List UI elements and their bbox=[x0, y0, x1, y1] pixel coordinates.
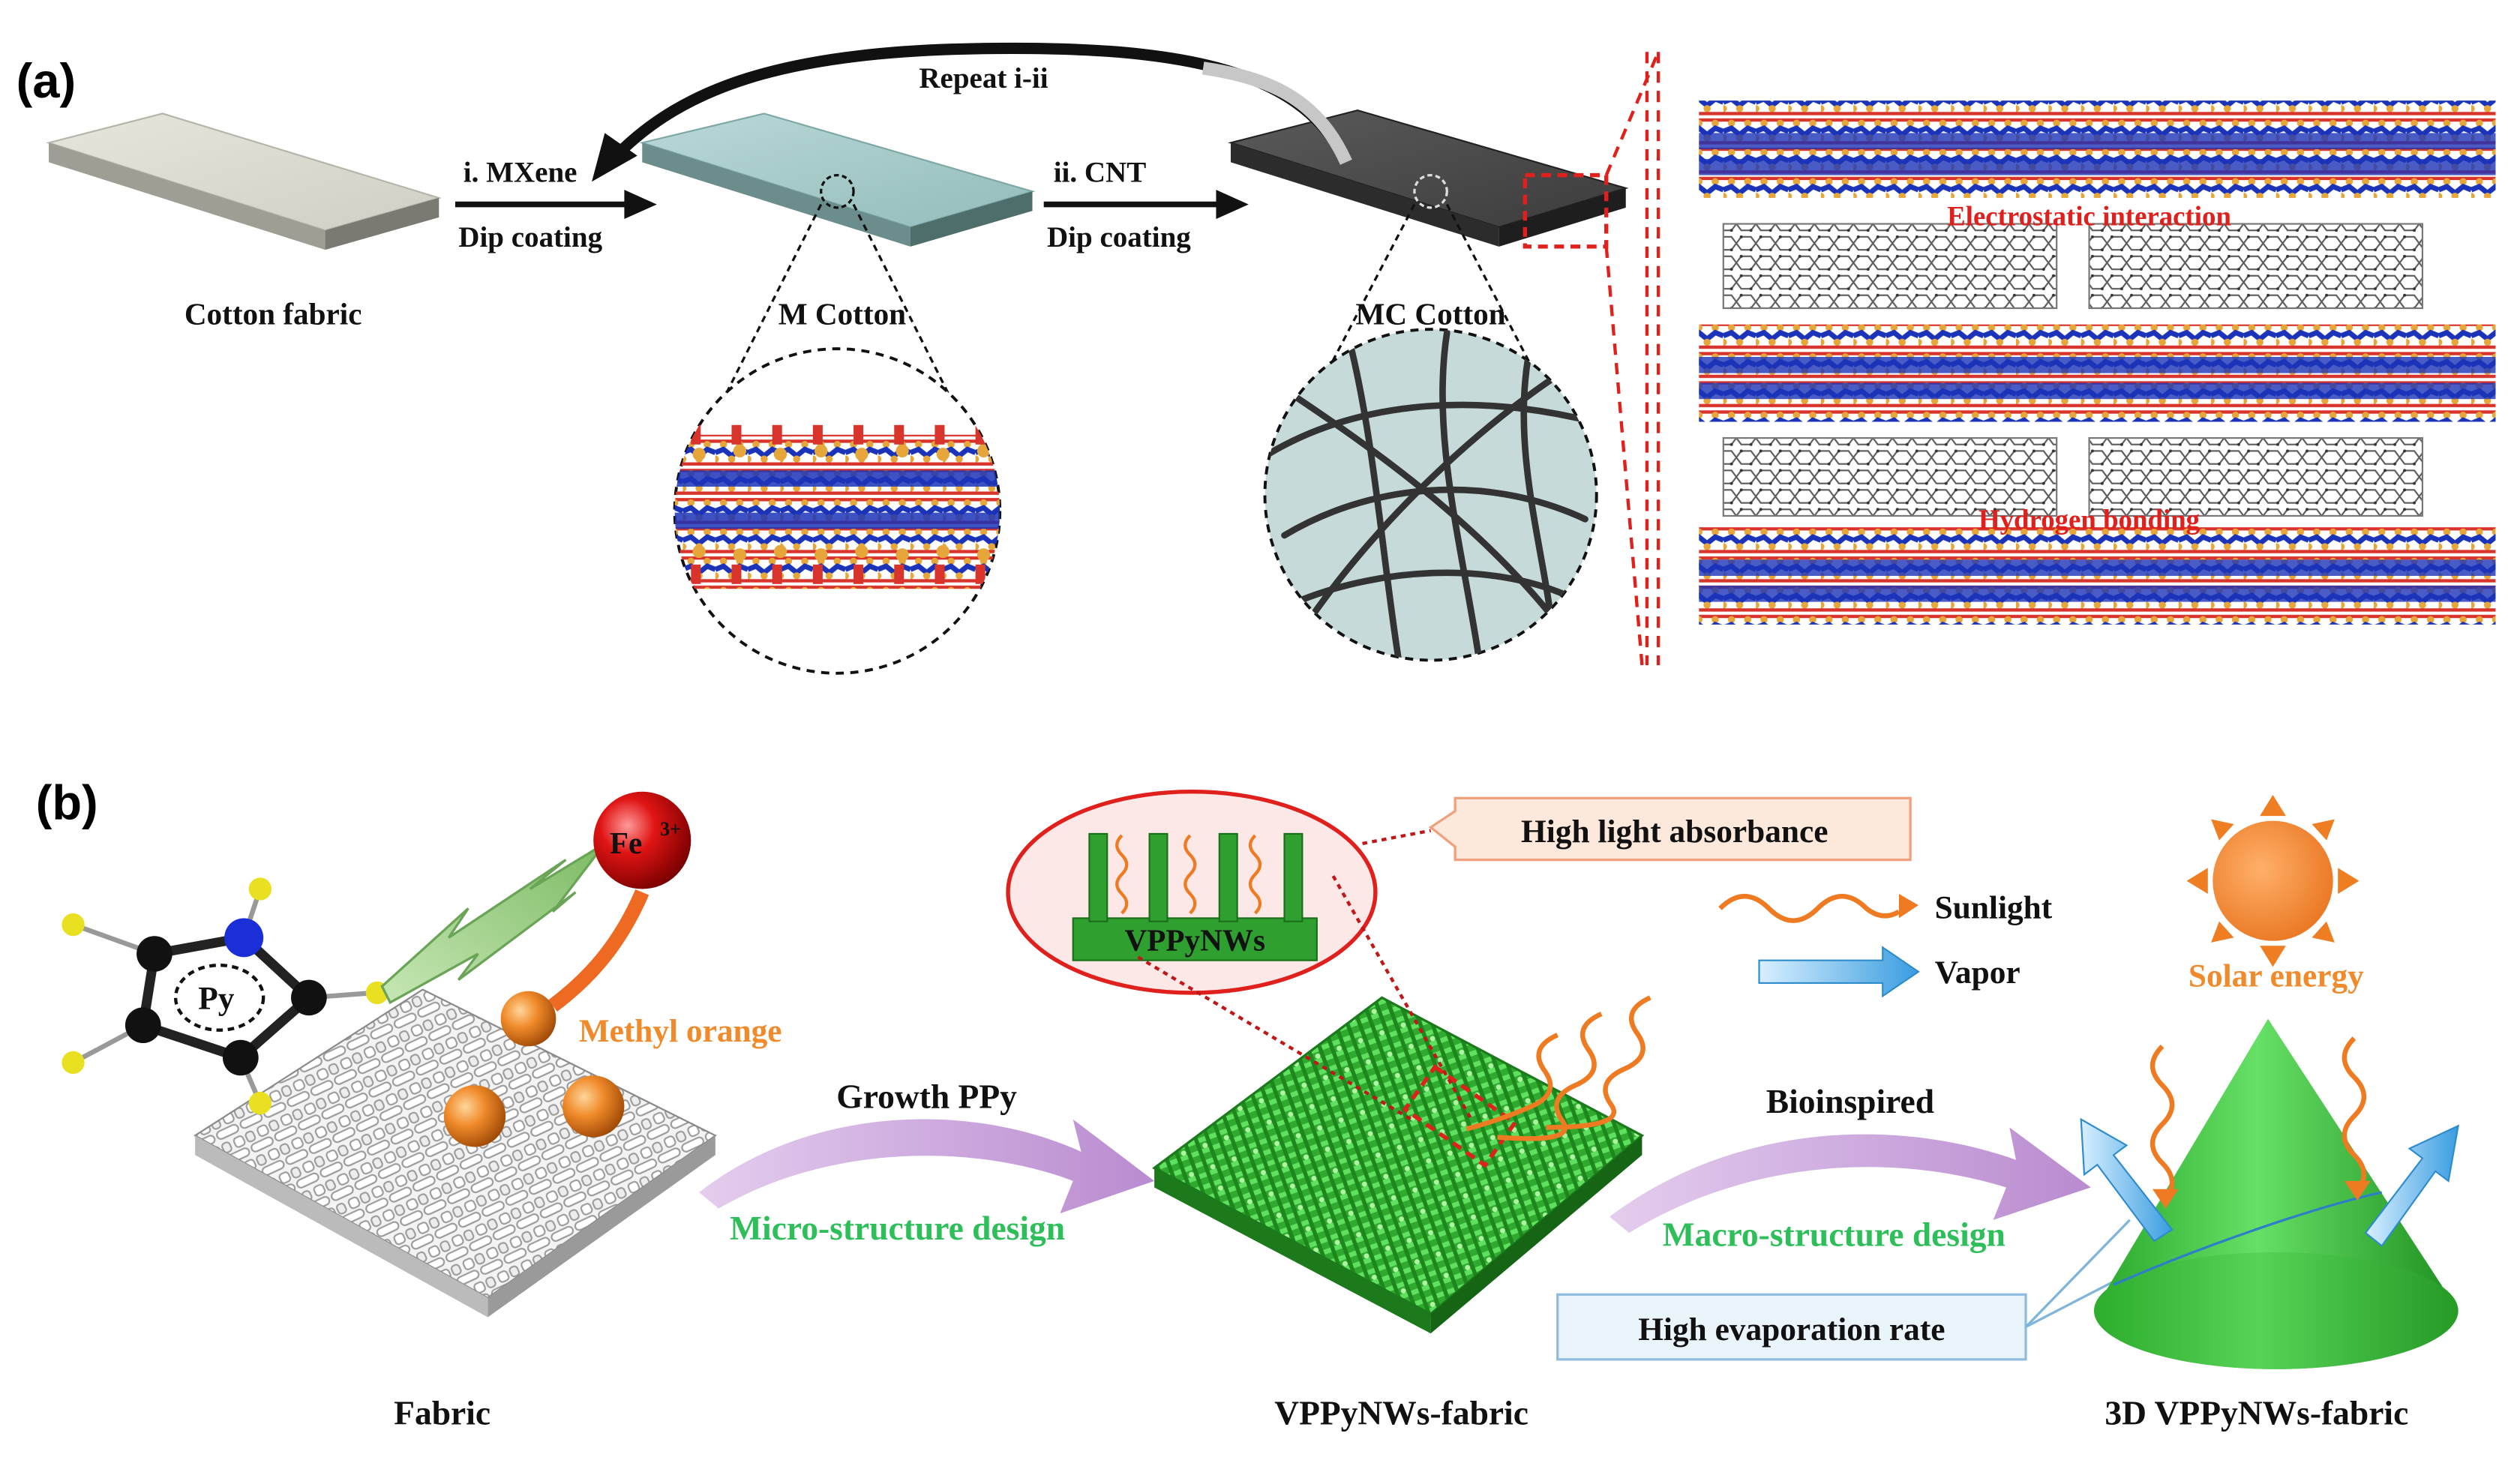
cotton-fabric-slab bbox=[46, 112, 442, 250]
ellipse-connectors bbox=[1137, 829, 1473, 1121]
high-evaporation-box bbox=[1556, 1219, 2131, 1361]
methyl-orange-label: Methyl orange bbox=[579, 1013, 782, 1049]
mxene-zoom-circle bbox=[673, 347, 1002, 675]
m-cotton-label: M Cotton bbox=[778, 297, 906, 331]
electrostatic-label: Electrostatic interaction bbox=[1947, 201, 2231, 232]
micro-structure-label: Micro-structure design bbox=[730, 1209, 1065, 1247]
fe-superscript: 3+ bbox=[660, 818, 681, 840]
macro-structure-label: Macro-structure design bbox=[1663, 1215, 2006, 1253]
step2-bottom-label: Dip coating bbox=[1047, 221, 1191, 253]
sunlight-waves-fabric bbox=[1466, 995, 1652, 1141]
vapor-arrows-cone bbox=[2080, 1117, 2460, 1247]
hydrogen-bonding-label: Hydrogen bonding bbox=[1978, 504, 2200, 535]
fe-ion-sphere: Fe 3+ bbox=[593, 791, 692, 889]
solar-energy-label: Solar energy bbox=[2188, 958, 2364, 994]
cnt-zoom-circle bbox=[1263, 328, 1598, 662]
py-label: Py bbox=[198, 981, 234, 1017]
high-light-absorbance-label: High light absorbance bbox=[1521, 814, 1828, 850]
growth-ppy-label: Growth PPy bbox=[836, 1078, 1017, 1116]
vppynws-label: VPPyNWs bbox=[1125, 923, 1266, 958]
growth-arrow bbox=[699, 1119, 1155, 1214]
cotton-fabric-label: Cotton fabric bbox=[184, 297, 362, 331]
bioinspired-label: Bioinspired bbox=[1766, 1082, 1934, 1120]
vppynws-zoom-ellipse bbox=[1006, 790, 1378, 995]
lightning-bolt bbox=[380, 842, 606, 1005]
green-vppynws-fabric bbox=[1152, 996, 1645, 1334]
bioinspired-arrow bbox=[1610, 1127, 2091, 1234]
panel-a: (a) Cotton fabric i. MXene Dip coating M… bbox=[16, 42, 2496, 675]
woven-fabric bbox=[194, 988, 717, 1318]
zoom-connector-red bbox=[1604, 51, 1660, 666]
sunlight-waves-cone bbox=[2150, 1036, 2371, 1209]
zoom-line-right-b bbox=[1445, 203, 1592, 479]
m-cotton-slab bbox=[639, 112, 1036, 247]
pyrrole-molecule bbox=[62, 877, 389, 1115]
legend-sunlight bbox=[1718, 893, 1918, 923]
arrow-cnt bbox=[1043, 190, 1249, 220]
repeat-arrow bbox=[592, 42, 1352, 182]
green-cone bbox=[2094, 1018, 2458, 1369]
vapor-label: Vapor bbox=[1935, 955, 2020, 991]
panel-a-label: (a) bbox=[16, 53, 76, 108]
step2-top-label: ii. CNT bbox=[1054, 156, 1147, 188]
fe-label: Fe bbox=[610, 826, 642, 860]
high-evaporation-label: High evaporation rate bbox=[1638, 1312, 1945, 1348]
arrow-mxene bbox=[454, 190, 657, 220]
step1-bottom-label: Dip coating bbox=[458, 221, 602, 253]
panel-b-label: (b) bbox=[36, 775, 98, 830]
vppynws-fabric-label: VPPyNWs-fabric bbox=[1274, 1393, 1528, 1432]
fabric-label: Fabric bbox=[394, 1393, 490, 1432]
zoom-line-right-a bbox=[1270, 203, 1416, 479]
legend-vapor bbox=[1758, 946, 1920, 998]
step1-top-label: i. MXene bbox=[464, 156, 578, 188]
sunlight-label: Sunlight bbox=[1935, 889, 2053, 925]
mc-cotton-slab bbox=[1228, 109, 1629, 249]
mc-cotton-label: MC Cotton bbox=[1356, 297, 1506, 331]
panel-b: (b) Fabric bbox=[36, 775, 2460, 1432]
layered-structure bbox=[1699, 100, 2496, 625]
high-light-absorbance-box bbox=[1428, 796, 1912, 862]
sun-icon bbox=[2186, 795, 2360, 967]
methyl-orange-spheres bbox=[443, 991, 625, 1147]
repeat-label: Repeat i-ii bbox=[919, 62, 1048, 94]
3d-fabric-label: 3D VPPyNWs-fabric bbox=[2104, 1393, 2408, 1432]
fe-curved-arrow bbox=[548, 889, 650, 1012]
